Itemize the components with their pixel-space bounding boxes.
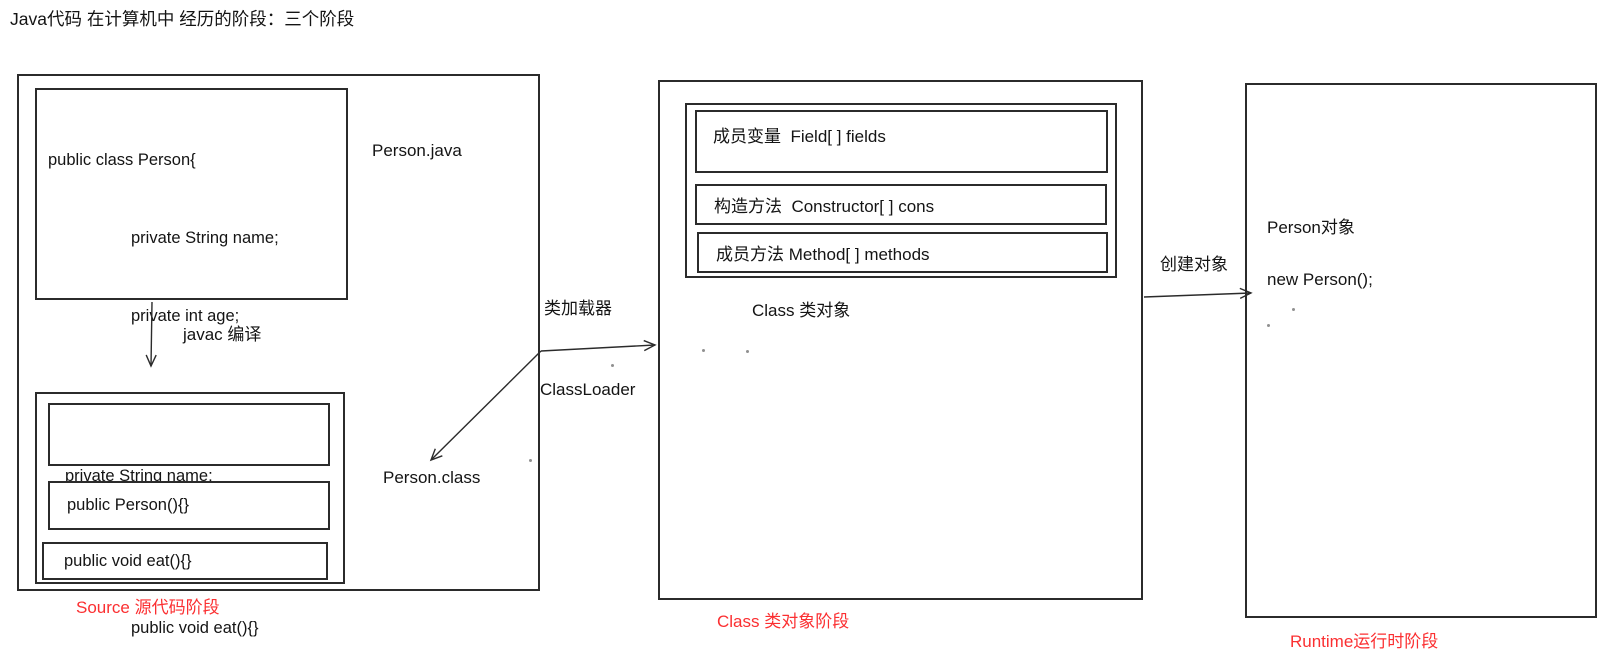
create-object-label: 创建对象	[1160, 255, 1228, 274]
person-java-label: Person.java	[372, 141, 462, 160]
class-loader-cn-label: 类加载器	[544, 299, 612, 318]
create-object-arrow	[1143, 287, 1253, 300]
class-stage-label: Class 类对象阶段	[717, 612, 850, 631]
ink-speck	[702, 349, 705, 352]
class-fields-row: 成员变量 Field[ ] fields	[695, 110, 1108, 173]
class-loader-en-label: ClassLoader	[540, 380, 636, 399]
new-person-code: new Person();	[1267, 270, 1373, 289]
javac-compile-arrow	[145, 301, 157, 368]
code-line: private int age;	[131, 307, 240, 325]
ink-speck	[1292, 308, 1295, 311]
ink-speck	[529, 459, 532, 462]
compiled-method-line: public void eat(){}	[64, 551, 192, 570]
source-stage-label: Source 源代码阶段	[76, 598, 220, 617]
class-methods-label: 成员方法 Method[ ] methods	[716, 245, 930, 264]
compiled-constructor-line: public Person(){}	[67, 496, 189, 514]
class-constructors-label: 构造方法 Constructor[ ] cons	[714, 197, 935, 216]
class-object-label: Class 类对象	[752, 301, 851, 320]
javac-compile-label: javac 编译	[183, 325, 262, 344]
class-fields-label: 成员变量 Field[ ] fields	[713, 127, 886, 146]
ink-speck	[1267, 324, 1270, 327]
ink-speck	[746, 350, 749, 353]
runtime-stage-box	[1245, 83, 1597, 618]
compiled-method-box: public void eat(){}	[42, 542, 328, 580]
person-class-label: Person.class	[383, 468, 481, 487]
code-line: private String name;	[131, 229, 279, 247]
person-class-arrow	[429, 350, 542, 462]
person-object-label: Person对象	[1267, 218, 1355, 237]
class-constructors-row: 构造方法 Constructor[ ] cons	[695, 184, 1107, 225]
runtime-stage-label: Runtime运行时阶段	[1290, 632, 1439, 651]
person-java-code-box: public class Person{ private String name…	[35, 88, 348, 637]
class-methods-row: 成员方法 Method[ ] methods	[697, 232, 1108, 273]
compiled-constructor-box: public Person(){}	[48, 481, 330, 530]
code-line: public class Person{	[48, 151, 196, 169]
ink-speck	[611, 364, 614, 367]
diagram-title: Java代码 在计算机中 经历的阶段：三个阶段	[10, 9, 355, 29]
code-line: public void eat(){}	[131, 619, 259, 637]
classloader-arrow	[540, 339, 657, 352]
compiled-field-line: private String name;	[65, 467, 213, 485]
